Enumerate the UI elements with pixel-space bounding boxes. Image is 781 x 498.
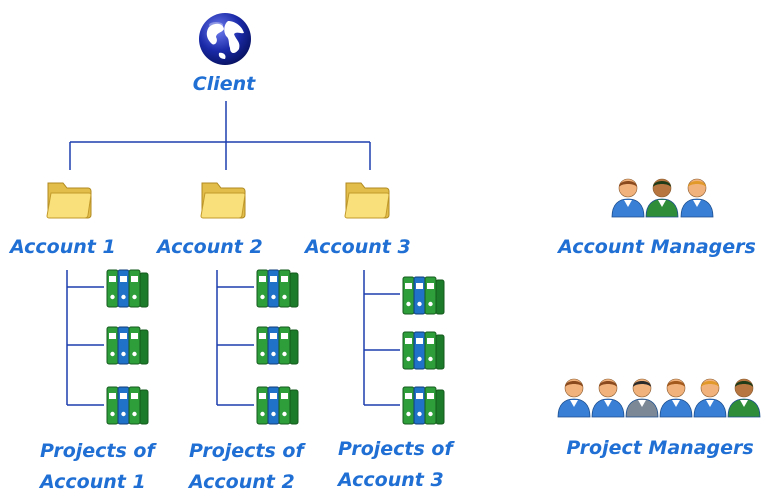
account-1-projects-label: Projects of Account 1	[40, 436, 155, 498]
binder-stack-icon	[400, 383, 446, 431]
account-manager-person-icon	[609, 174, 647, 222]
binder-stack-icon	[254, 266, 300, 314]
account-manager-person-icon	[643, 174, 681, 222]
projects-label-line1: Projects of	[189, 440, 304, 462]
account-2-label: Account 2	[157, 236, 263, 258]
account-2-projects-label: Projects of Account 2	[189, 436, 304, 498]
account-3-label: Account 3	[305, 236, 411, 258]
folder-icon	[200, 182, 246, 219]
projects-label-line1: Projects of	[40, 440, 155, 462]
account-managers-label: Account Managers	[558, 236, 756, 258]
project-manager-person-icon	[725, 374, 763, 422]
account-2-project-tree	[216, 270, 254, 406]
binder-stack-icon	[400, 273, 446, 321]
projects-label-line2: Account 1	[40, 471, 146, 493]
binder-stack-icon	[104, 323, 150, 371]
binder-stack-icon	[104, 266, 150, 314]
projects-label-line2: Account 3	[338, 469, 444, 491]
projects-label-line2: Account 2	[189, 471, 295, 493]
folder-icon	[46, 182, 92, 219]
project-manager-person-icon	[555, 374, 593, 422]
project-manager-person-icon	[657, 374, 695, 422]
account-3-projects-label: Projects of Account 3	[338, 434, 453, 496]
binder-stack-icon	[254, 383, 300, 431]
project-manager-person-icon	[623, 374, 661, 422]
account-1-label: Account 1	[10, 236, 116, 258]
project-managers-label: Project Managers	[566, 437, 754, 459]
binder-stack-icon	[400, 328, 446, 376]
project-manager-person-icon	[691, 374, 729, 422]
project-manager-person-icon	[589, 374, 627, 422]
account-manager-person-icon	[678, 174, 716, 222]
binder-stack-icon	[104, 383, 150, 431]
binder-stack-icon	[254, 323, 300, 371]
account-3-project-tree	[363, 270, 400, 406]
projects-label-line1: Projects of	[338, 438, 453, 460]
globe-icon	[199, 13, 251, 65]
account-1-project-tree	[66, 270, 104, 406]
folder-icon	[344, 182, 390, 219]
client-label: Client	[192, 73, 256, 95]
